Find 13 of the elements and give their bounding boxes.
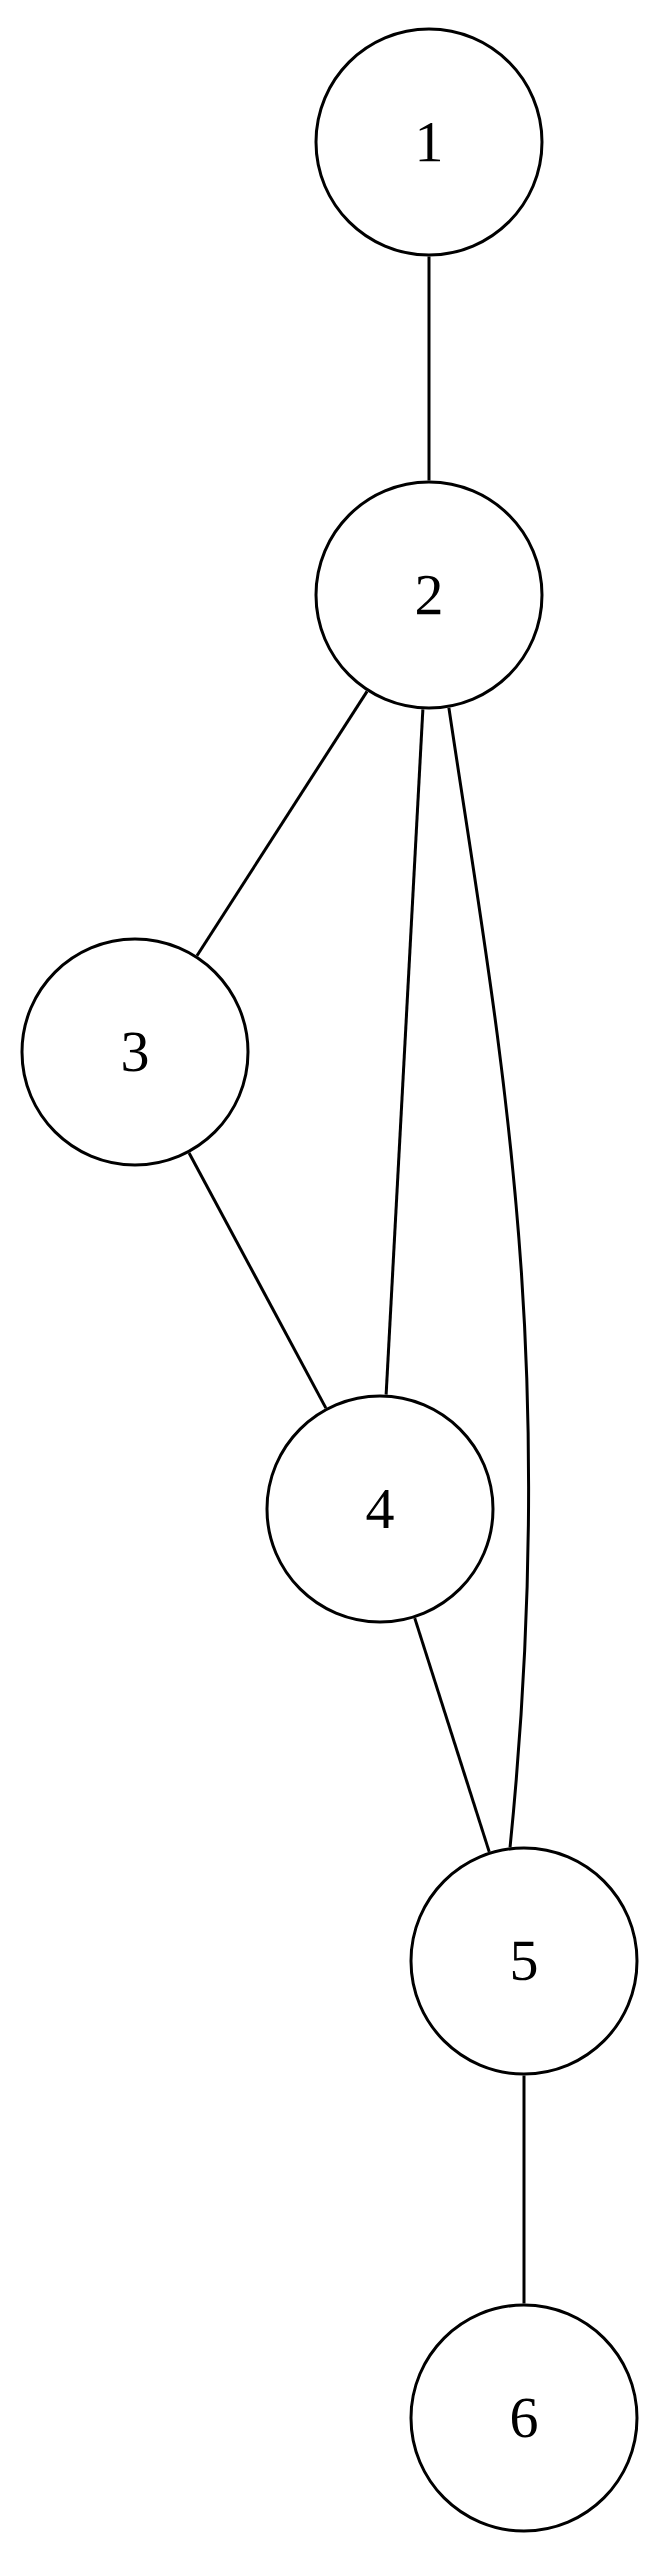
connector-line xyxy=(522,2075,526,2304)
connector-line xyxy=(195,690,369,957)
circle-node: 5 xyxy=(409,1846,639,2076)
connector-line xyxy=(427,256,431,481)
connector-line xyxy=(447,707,531,1848)
connector-line xyxy=(413,1617,491,1853)
circle-node: 3 xyxy=(20,937,250,1167)
connector-line xyxy=(384,709,425,1395)
circle-node: 1 xyxy=(314,27,544,257)
circle-node: 2 xyxy=(314,480,544,710)
connector-line xyxy=(187,1152,328,1409)
circle-node: 6 xyxy=(409,2303,639,2533)
circle-node: 4 xyxy=(265,1394,495,1624)
